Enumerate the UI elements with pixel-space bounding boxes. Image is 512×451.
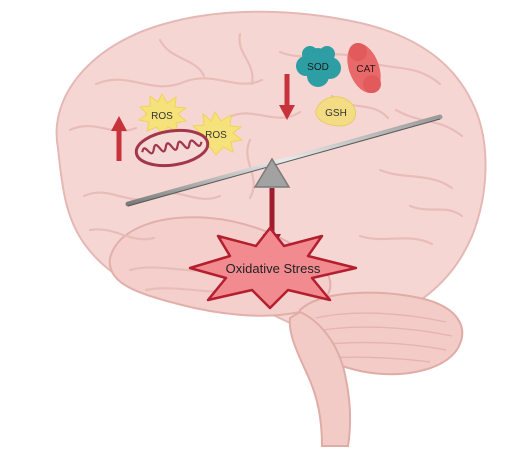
gsh-label: GSH — [325, 108, 347, 119]
ros-label-1: ROS — [151, 111, 173, 122]
oxidative-stress-label: Oxidative Stress — [226, 261, 321, 276]
gsh-molecule: GSH — [316, 97, 356, 126]
sod-label: SOD — [307, 62, 329, 73]
cat-label: CAT — [356, 64, 375, 75]
ros-label-2: ROS — [205, 130, 227, 141]
